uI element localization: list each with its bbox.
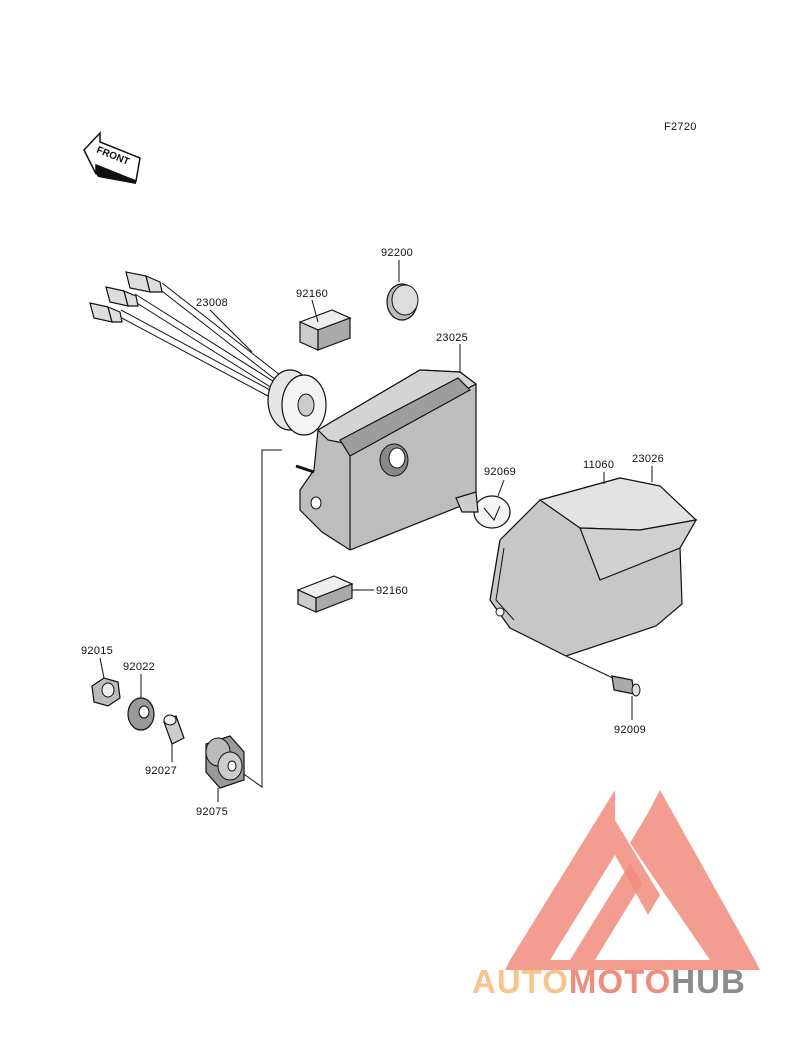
pad-92160-bottom: [296, 575, 354, 613]
front-arrow-icon: FRONT: [83, 131, 141, 184]
lens-23026: [489, 477, 698, 657]
label-11060: 11060: [583, 459, 614, 471]
triangle-logo-icon: [505, 790, 760, 970]
label-92015: 92015: [81, 645, 113, 657]
label-23008: 23008: [196, 297, 228, 309]
wiring-harness-23008: [89, 271, 327, 436]
damper-92075: [205, 735, 245, 789]
grommet-92200: [386, 283, 419, 321]
nut-92015: [91, 677, 121, 707]
label-92027: 92027: [145, 765, 177, 777]
collar-92027: [163, 714, 185, 745]
watermark-text-moto: MOTO: [569, 963, 671, 1000]
label-92009: 92009: [614, 724, 646, 736]
leader-bracket: [237, 449, 282, 788]
label-92160-bottom: 92160: [376, 585, 408, 597]
screw-92009: [565, 655, 641, 697]
automotohub-watermark: AUTOMOTOHUB: [472, 790, 760, 1000]
washer-92022: [127, 697, 155, 731]
watermark-text-hub: HUB: [671, 963, 746, 1000]
pad-92160-top: [298, 309, 352, 351]
lamp-housing-23025: [295, 369, 478, 551]
bulb-92069: [455, 491, 511, 529]
label-92160-top: 92160: [296, 288, 328, 300]
watermark-text-auto: AUTO: [472, 963, 569, 1000]
label-92075: 92075: [196, 806, 228, 818]
label-92022: 92022: [123, 661, 155, 673]
label-92200: 92200: [381, 247, 413, 259]
label-23026: 23026: [632, 453, 664, 465]
figure-code: F2720: [664, 121, 697, 133]
label-92069: 92069: [484, 466, 516, 478]
svg-text:AUTOMOTOHUB: AUTOMOTOHUB: [472, 963, 746, 1000]
label-23025: 23025: [436, 332, 468, 344]
